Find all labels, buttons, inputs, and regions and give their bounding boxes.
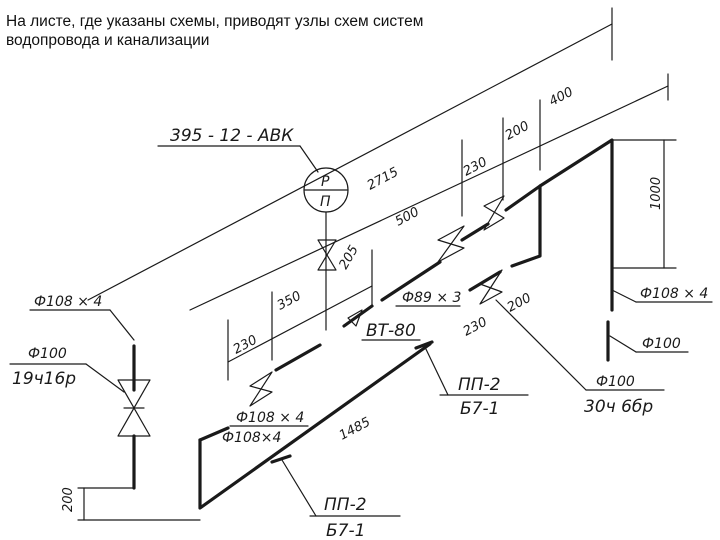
middle-labels: ВТ-80 Ф89 × 3 Ф108 × 4 Ф108×4	[222, 290, 461, 446]
dim-1485: 1485	[337, 415, 373, 444]
dim-1000: 1000	[649, 177, 664, 210]
valve-left-type: 19ч16р	[12, 369, 76, 389]
dimension-vertical-right	[611, 139, 677, 269]
pipeline	[132, 138, 614, 510]
valve-bt-label: ВТ-80	[366, 321, 416, 341]
right-labels: Ф108 × 4 Ф100 Ф100 30ч 6бр	[495, 286, 713, 417]
system-code-leader: 395 - 12 - АВК	[157, 126, 319, 173]
water-meter-symbol: Р П	[303, 167, 349, 331]
dim-2715: 2715	[365, 165, 401, 194]
dim-500: 500	[393, 205, 422, 230]
dim-200-vertical: 200	[61, 487, 76, 512]
dim-350: 350	[275, 289, 304, 314]
pipe-left-label: Ф108 × 4	[34, 294, 102, 310]
valve-left-diameter: Ф100	[28, 346, 67, 362]
valve-mid-1	[249, 371, 273, 407]
dim-200: 200	[503, 119, 532, 144]
meter-top-label: Р	[321, 174, 330, 190]
left-labels: Ф108 × 4 Ф100 19ч16р	[9, 294, 135, 393]
pipe-right-100-label: Ф100	[642, 336, 681, 352]
dim-230-right: 230	[461, 315, 490, 340]
pipe-108-mid-label: Ф108 × 4	[236, 410, 304, 426]
dim-205: 205	[336, 243, 361, 272]
support-2: ПП-2 Б7-1	[270, 454, 401, 540]
pipe-108-low-label: Ф108×4	[222, 430, 281, 446]
meter-bottom-label: П	[320, 194, 331, 210]
system-code-label: 395 - 12 - АВК	[170, 126, 294, 146]
pipe-right-label: Ф108 × 4	[640, 286, 708, 302]
support-1: ПП-2 Б7-1	[414, 340, 529, 419]
support-1-bottom: Б7-1	[460, 399, 499, 419]
caption: На листе, где указаны схемы, приводят уз…	[6, 12, 526, 50]
dim-230-left: 230	[231, 333, 260, 358]
dimension-labels: 400 200 230 2715 500 205 350 230 230 200…	[61, 85, 664, 521]
dim-400: 400	[547, 85, 576, 110]
valve-left	[117, 379, 151, 437]
check-valve	[347, 309, 363, 327]
valve-mid-2	[437, 225, 465, 263]
valve-mid-3	[483, 195, 505, 231]
dim-200-right: 200	[505, 291, 534, 316]
dimension-lines-upper	[87, 7, 669, 381]
valve-right-type: 30ч 6бр	[584, 397, 653, 417]
pipe-89-label: Ф89 × 3	[402, 290, 461, 306]
support-2-top: ПП-2	[324, 495, 367, 515]
support-2-bottom: Б7-1	[326, 521, 365, 540]
valve-vertical	[317, 239, 337, 271]
caption-line-1: На листе, где указаны схемы, приводят уз…	[6, 13, 424, 30]
valve-right-diameter: Ф100	[596, 374, 635, 390]
caption-line-2: водопровода и канализации	[6, 32, 210, 49]
support-1-top: ПП-2	[458, 375, 501, 395]
valve-mid-4	[479, 269, 503, 305]
